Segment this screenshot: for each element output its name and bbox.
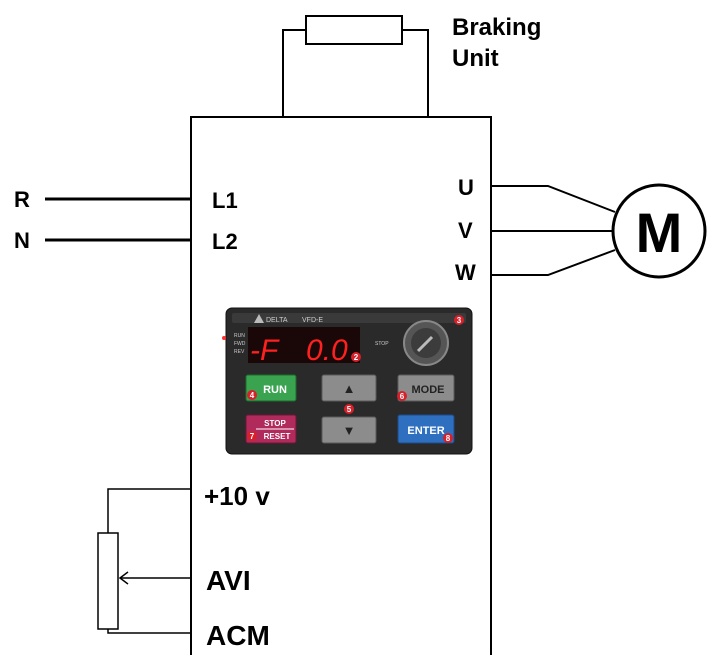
status-led-icon [222, 336, 226, 340]
keypad-top-strip [232, 313, 466, 323]
braking-lead-left [282, 29, 306, 118]
mode-button[interactable]: MODE [397, 374, 455, 402]
input-r-label: R [14, 187, 30, 212]
terminal-u-label: U [458, 175, 474, 200]
callout-7-label: 7 [250, 432, 255, 441]
terminal-w-label: W [455, 260, 476, 285]
stop-reset-button[interactable]: STOP RESET [245, 414, 297, 444]
braking-unit-label-line2: Unit [452, 45, 499, 72]
output-w-wire [491, 249, 616, 276]
up-arrow-icon: ▲ [343, 381, 356, 396]
reset-button-label: RESET [264, 432, 291, 441]
delta-logo-icon [254, 314, 264, 323]
indicator-rev: REV [234, 349, 245, 355]
knob-pointer [416, 335, 434, 353]
callout-2 [351, 352, 361, 362]
callout-8 [443, 433, 453, 443]
down-arrow-icon: ▼ [343, 423, 356, 438]
input-n-label: N [14, 228, 30, 253]
callout-2-label: 2 [354, 353, 359, 362]
output-u-wire [491, 185, 616, 213]
callout-8-label: 8 [446, 434, 451, 443]
motor-circle [611, 183, 707, 279]
callout-6-label: 6 [400, 392, 405, 401]
terminal-avi-label: AVI [206, 565, 251, 596]
keypad-panel: DELTA VFD-E RUN FWD REV -F 0.0 STOP 2 3 … [222, 307, 473, 455]
mains-input: R N L1 L2 [14, 187, 238, 254]
terminal-l1-label: L1 [212, 188, 238, 213]
braking-lead-right [402, 29, 429, 118]
callout-6 [397, 391, 407, 401]
model-label: VFD-E [302, 317, 323, 324]
up-button[interactable]: ▲ [321, 374, 377, 402]
analog-control: +10 v AVI ACM [97, 481, 270, 651]
braking-unit-label-line1: Braking [452, 14, 541, 41]
pot-wiper-arrow-icon [118, 571, 129, 585]
motor-label: M [636, 201, 683, 264]
terminal-v-label: V [458, 218, 473, 243]
indicator-run: RUN [234, 333, 245, 339]
potentiometer [97, 532, 119, 630]
enter-button-label: ENTER [407, 425, 444, 437]
braking-resistor [305, 15, 403, 45]
stop-button-label: STOP [264, 419, 286, 428]
terminal-10v-label: +10 v [204, 481, 270, 511]
down-button[interactable]: ▼ [321, 416, 377, 444]
terminal-l2-label: L2 [212, 229, 238, 254]
braking-unit: Braking Unit [282, 14, 541, 118]
brand-label: DELTA [266, 317, 288, 324]
led-display [248, 327, 360, 363]
terminal-acm-label: ACM [206, 620, 270, 651]
indicator-fwd: FWD [234, 341, 246, 347]
callout-3-label: 3 [457, 316, 462, 325]
motor-output: U V W M [455, 175, 707, 285]
callout-4 [247, 390, 257, 400]
callout-4-label: 4 [250, 391, 255, 400]
mode-button-label: MODE [412, 384, 445, 396]
callout-3 [454, 315, 464, 325]
display-value: 0.0 [306, 334, 348, 367]
callout-5 [344, 404, 354, 414]
pot-wire-top [107, 488, 191, 533]
callout-5-label: 5 [347, 405, 352, 414]
stop-indicator: STOP [375, 341, 389, 347]
callout-7 [247, 431, 257, 441]
enter-button[interactable]: ENTER [397, 414, 455, 444]
pot-wire-bottom [107, 629, 191, 634]
run-button[interactable]: RUN [245, 374, 297, 402]
run-button-label: RUN [263, 384, 287, 396]
display-prefix: -F [250, 334, 280, 367]
